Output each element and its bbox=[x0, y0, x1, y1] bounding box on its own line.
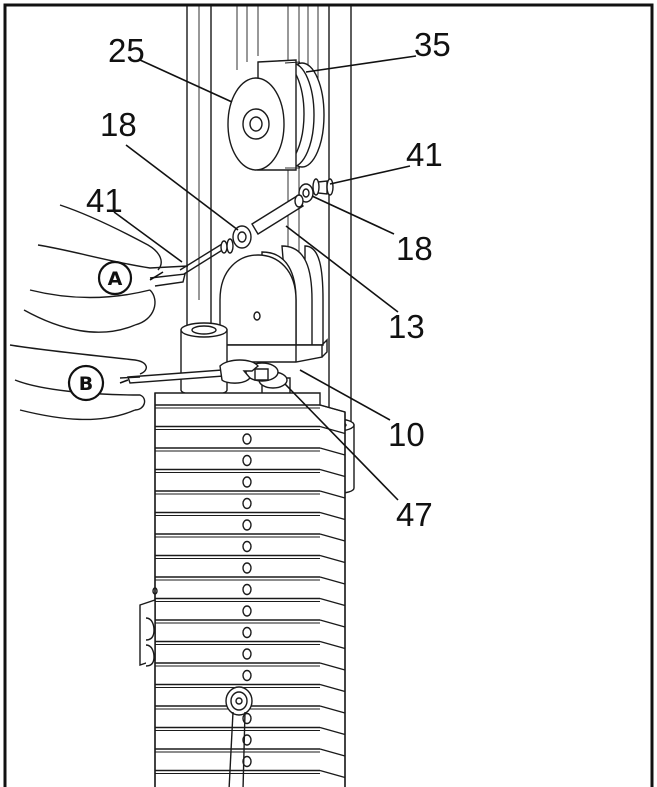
upper-pulley bbox=[227, 59, 325, 171]
selector-hole bbox=[242, 583, 252, 596]
weight-plate-side-edge bbox=[319, 662, 346, 671]
weight-plate-side-edge bbox=[319, 769, 346, 779]
hand-a bbox=[23, 204, 189, 333]
left-guide-rod bbox=[186, 6, 212, 330]
selector-hole bbox=[242, 755, 252, 768]
washer-18-left bbox=[232, 225, 252, 249]
weight-plate-side-edge bbox=[319, 619, 346, 628]
selector-pin-knob bbox=[225, 686, 253, 787]
weight-plate-side-edge bbox=[319, 726, 346, 736]
weight-plate-side-edge bbox=[319, 705, 346, 714]
bolt-41-right bbox=[312, 178, 334, 196]
right-guide-rod bbox=[328, 6, 352, 425]
weight-plate-side-edge bbox=[319, 683, 346, 693]
selector-hole bbox=[242, 454, 252, 467]
weight-plate-side-edge bbox=[319, 640, 346, 650]
weight-plate-side-edge bbox=[319, 511, 346, 521]
label-part-25: 25 bbox=[108, 32, 145, 69]
label-part-47: 47 bbox=[396, 496, 433, 533]
label-part-35: 35 bbox=[414, 26, 451, 63]
weight-plate-side-edge bbox=[319, 425, 346, 435]
selector-hole bbox=[242, 519, 252, 531]
part-labels: 25 35 18 41 41 18 13 10 47 bbox=[86, 26, 451, 533]
label-part-10: 10 bbox=[388, 416, 425, 453]
weight-plate-side-edge bbox=[319, 490, 346, 499]
selector-hole bbox=[242, 497, 252, 510]
weight-plate-side-edge bbox=[319, 404, 346, 413]
label-part-18-right: 18 bbox=[396, 230, 433, 267]
selector-hole bbox=[242, 476, 252, 488]
callout-b-letter: B bbox=[79, 373, 93, 395]
label-part-13: 13 bbox=[388, 308, 425, 345]
selector-hole bbox=[242, 626, 252, 639]
weight-plate-side-edge bbox=[319, 576, 346, 585]
weight-plate-side-edge bbox=[319, 597, 346, 607]
weight-plate-side-edge bbox=[319, 554, 346, 564]
callout-b: B bbox=[67, 364, 105, 402]
axle-13 bbox=[251, 194, 304, 235]
selector-hole bbox=[242, 433, 252, 445]
weight-plate-side-edge bbox=[319, 468, 346, 478]
callout-a: A bbox=[97, 260, 133, 296]
leader-lines bbox=[113, 55, 417, 501]
selector-hole bbox=[242, 669, 252, 682]
selector-hole bbox=[242, 605, 252, 617]
selector-hole bbox=[242, 540, 252, 553]
hand-b bbox=[9, 344, 147, 421]
washer-18-right bbox=[298, 183, 314, 203]
weight-plate-side-edge bbox=[319, 748, 346, 757]
wrench-b bbox=[127, 359, 259, 384]
weight-plate-side-edge bbox=[319, 447, 346, 456]
pulley-bracket bbox=[219, 245, 328, 363]
diagram-frame bbox=[3, 3, 654, 787]
part-47-pin bbox=[245, 362, 288, 389]
bolt-41-left bbox=[179, 238, 234, 275]
label-part-41-left: 41 bbox=[86, 182, 123, 219]
stack-side-bracket bbox=[139, 587, 158, 667]
label-part-18-top: 18 bbox=[100, 106, 137, 143]
callout-a-letter: A bbox=[108, 268, 123, 290]
left-rod-collar bbox=[180, 322, 228, 396]
weight-stack bbox=[154, 392, 346, 787]
label-part-41-right: 41 bbox=[406, 136, 443, 173]
selector-hole bbox=[242, 562, 252, 574]
selector-hole bbox=[242, 648, 252, 660]
weight-plate-side-edge bbox=[319, 533, 346, 542]
